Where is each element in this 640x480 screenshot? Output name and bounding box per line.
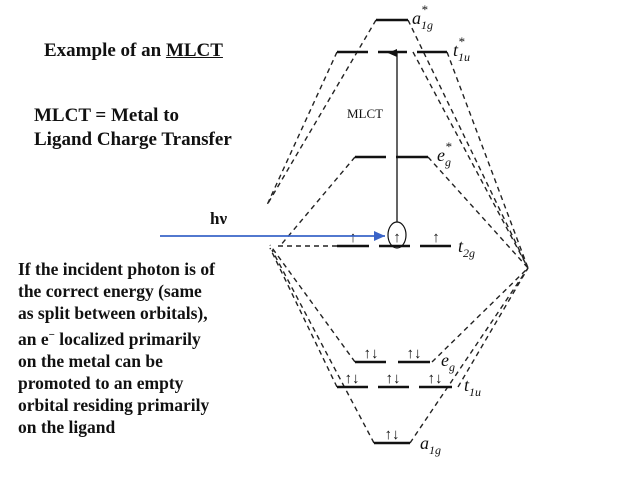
explanation-line-4-rest: localized primarily: [54, 328, 201, 349]
electron-t2g-3: ↑: [432, 230, 440, 246]
label-eg-star: eg*: [437, 139, 452, 169]
electron-pair-t1u-1: ↑↓: [345, 371, 360, 387]
electron-pair-eg-2: ↑↓: [407, 346, 422, 362]
electron-t2g-1: ↑: [349, 230, 357, 246]
corr-t1u-star-left: [266, 51, 338, 206]
label-t1u-star: t1u*: [453, 34, 470, 64]
label-a1g: a1g: [420, 433, 441, 457]
correlation-lines: [266, 19, 529, 444]
example-title: Example of an MLCT: [44, 40, 223, 62]
title-mlct: MLCT: [165, 40, 223, 61]
corr-a1g-star-right: [407, 19, 529, 269]
definition-line-2: Ligand Charge Transfer: [34, 129, 232, 150]
energy-levels: [337, 18, 452, 445]
corr-eg-left: [269, 244, 356, 363]
mlct-arrow-label: MLCT: [347, 106, 383, 121]
explanation-line-6: promoted to an empty: [18, 372, 184, 393]
title-prefix: Example of an: [44, 40, 166, 61]
label-a1g-star: a1g*: [412, 2, 433, 32]
corr-a1g-right: [409, 267, 529, 444]
corr-t1u-star-right-2: [412, 51, 529, 269]
mlct-definition: MLCT = Metal to Ligand Charge Transfer: [34, 104, 232, 152]
definition-line-1: MLCT = Metal to: [34, 105, 180, 126]
electron-text: an e: [18, 328, 49, 349]
corr-eg-star-right: [427, 156, 529, 269]
label-t1u: t1u: [464, 375, 481, 399]
corr-t1u-right: [457, 267, 529, 388]
corr-eg-right: [431, 267, 529, 363]
electron-pair-t1u-3: ↑↓: [428, 371, 443, 387]
corr-eg-star-left: [279, 156, 356, 247]
explanation-line-5: on the metal can be: [18, 350, 163, 371]
explanation-line-2: the correct energy (same: [18, 281, 202, 301]
label-eg: eg: [441, 350, 455, 374]
explanation-line-1: If the incident photon is of: [18, 259, 215, 279]
corr-t1u-left: [269, 247, 338, 388]
explanation-line-4: an e− localized primarily: [18, 324, 268, 350]
explanation-line-7: orbital residing primarily: [18, 394, 210, 415]
electron-t2g-2: ↑: [393, 230, 401, 246]
explanation-line-3: as split between orbitals),: [18, 303, 208, 323]
photon-label: hν: [210, 209, 227, 228]
corr-t1u-star-right-1: [446, 51, 529, 269]
electron-pair-a1g: ↑↓: [385, 427, 400, 443]
explanation-paragraph: If the incident photon is of the correct…: [18, 258, 268, 438]
label-t2g: t2g: [458, 236, 475, 260]
electron-pair-eg-1: ↑↓: [364, 346, 379, 362]
electron-pair-t1u-2: ↑↓: [386, 371, 401, 387]
corr-a1g-left: [271, 249, 375, 444]
explanation-line-8: on the ligand: [18, 416, 116, 437]
electron-minus-sup: −: [48, 329, 55, 341]
